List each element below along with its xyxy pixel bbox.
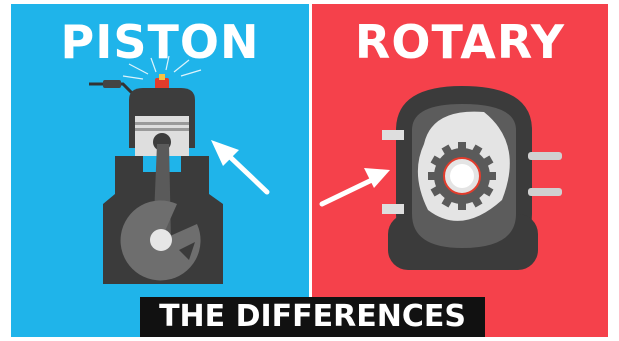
arrow-icon [319,168,390,207]
rotary-title: ROTARY [354,15,566,69]
caption-banner: THE DIFFERENCES [140,297,485,337]
piston-panel: PISTON [11,4,309,337]
piston-title: PISTON [60,15,260,69]
rotary-engine-icon [382,86,562,270]
panel-divider [309,4,312,337]
piston-engine-icon [89,55,223,284]
rotary-panel: ROTARY [312,4,608,337]
arrow-icon [211,140,270,195]
